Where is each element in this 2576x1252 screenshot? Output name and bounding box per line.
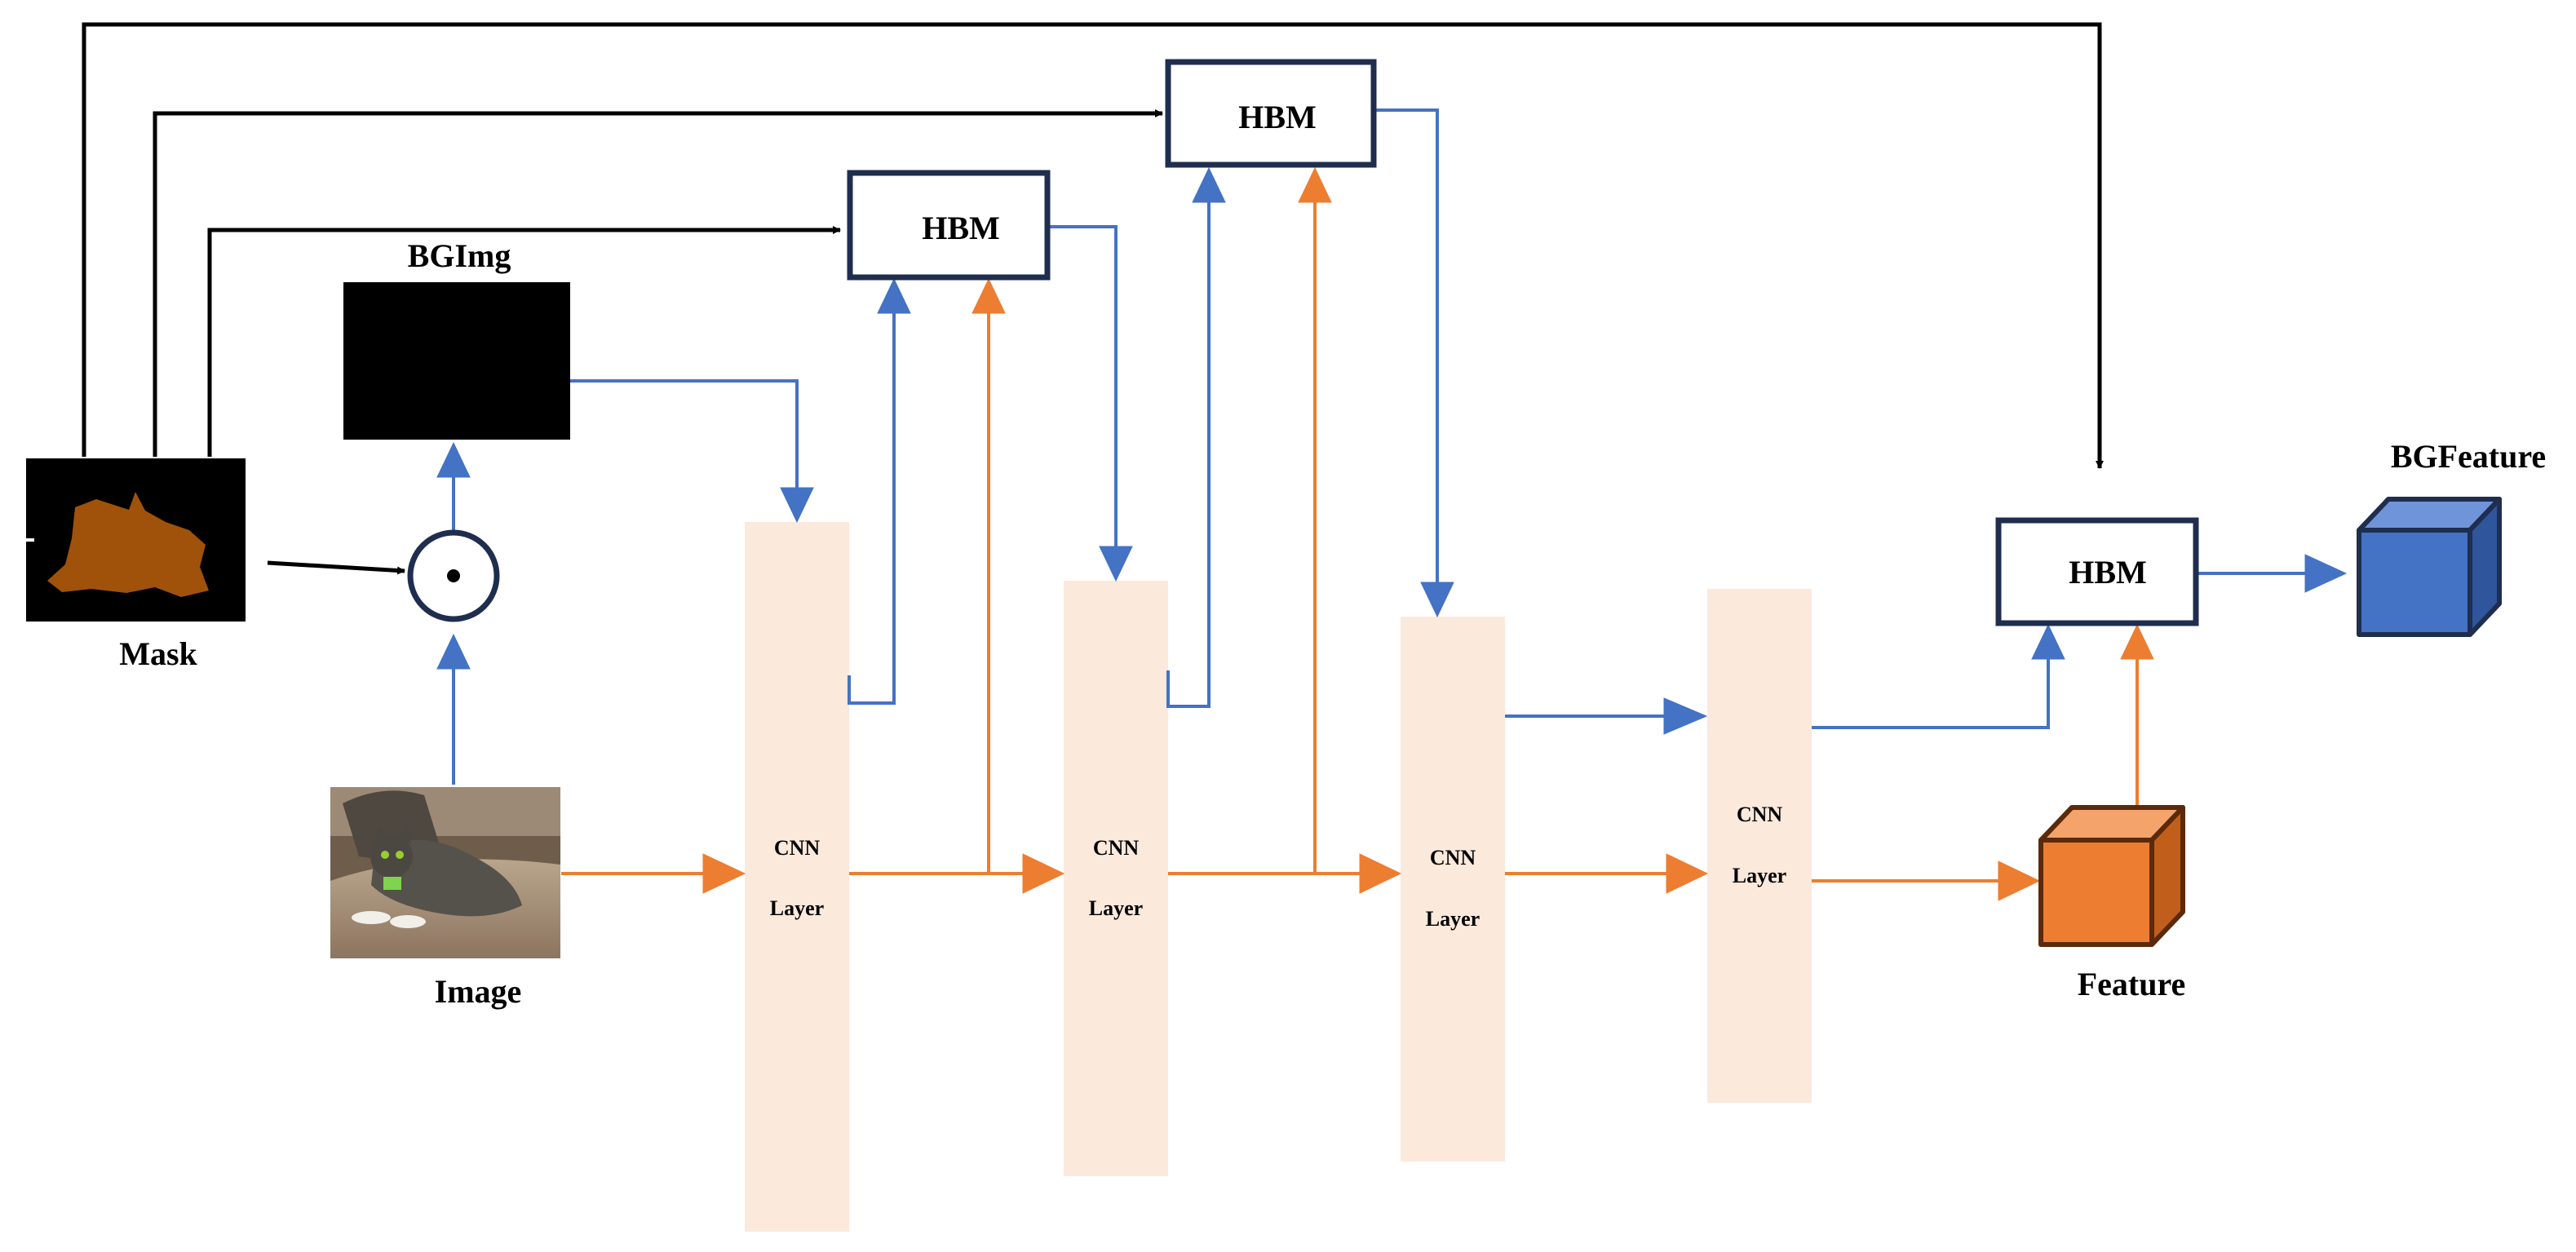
cnn-label-line2: Layer [770,896,824,920]
hbm-block-3: HBM [1995,517,2199,626]
cnn-label-line1: CNN [1093,836,1140,860]
bgfeature-label: BGFeature [2391,438,2546,475]
bgfeature-cube-icon [2357,497,2502,637]
mask-label: Mask [119,635,197,672]
cnn-layer-1: CNN Layer [745,522,849,1232]
elementwise-product-icon [407,529,500,622]
hbm-block-1: HBM [847,170,1051,281]
cnn-layer-2: CNN Layer [1064,581,1168,1176]
cnn-label-line1: CNN [1737,803,1783,826]
cnn-layer-3: CNN Layer [1401,617,1505,1161]
hbm-label: HBM [922,210,1000,246]
input-cat-photo [330,787,560,958]
feature-wires [561,166,2154,901]
hbm-label: HBM [1238,99,1317,135]
hbm-block-2: HBM [1165,59,1377,168]
image-label: Image [435,973,522,1010]
feature-cube-icon [2038,805,2185,947]
hbm-label: HBM [2069,554,2147,591]
mask-wires [82,22,2104,575]
cnn-label-line1: CNN [1430,846,1476,869]
cnn-label-line2: Layer [1089,896,1143,920]
cnn-label-line2: Layer [1426,907,1480,931]
feature-label: Feature [2078,966,2186,1002]
mask-image [26,458,246,622]
cnn-label-line2: Layer [1733,864,1786,887]
mask-blob [47,492,209,597]
bgimg-label: BGImg [408,237,511,274]
bgimg-image [343,282,570,440]
cnn-label-line1: CNN [774,836,821,860]
cnn-layer-4: CNN Layer [1707,589,1812,1103]
background-wires [436,108,2348,785]
